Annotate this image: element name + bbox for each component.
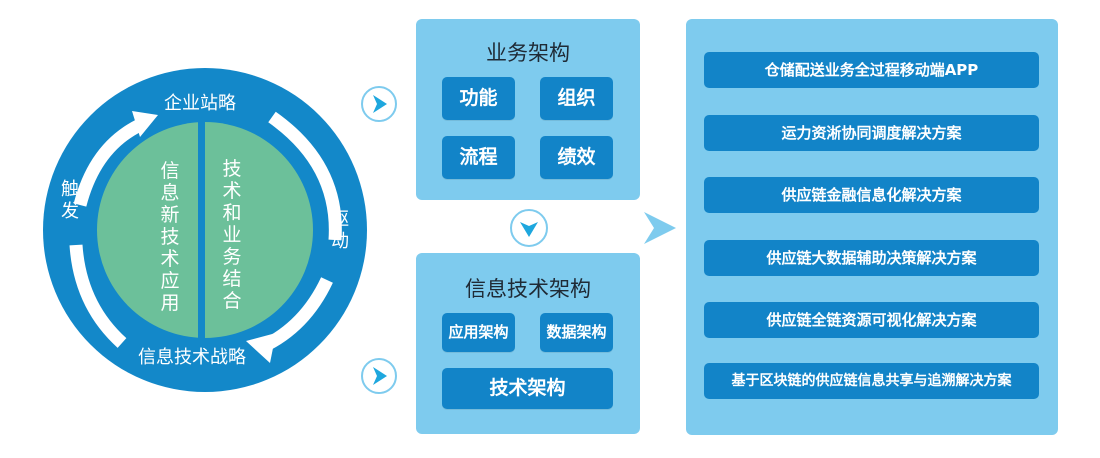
svg-text:息: 息 [160, 182, 179, 204]
solution-item[interactable]: 供应链金融信息化解决方案 [704, 177, 1039, 213]
solution-item[interactable]: 供应链大数据辅助决策解决方案 [704, 240, 1039, 276]
label-drive: 驱动 [331, 209, 349, 252]
cycle-arrow-bottom-left [69, 244, 127, 348]
business-architecture-panel: 业务架构 功能 组织 流程 绩效 [416, 19, 640, 200]
data-architecture-button[interactable]: 数据架构 [540, 313, 613, 352]
svg-text:用: 用 [160, 292, 179, 314]
business-architecture-title: 业务架构 [486, 41, 570, 65]
cycle-arrowhead-top-left [132, 111, 158, 137]
svg-text:发: 发 [61, 201, 79, 222]
svg-text:技: 技 [222, 158, 241, 180]
solution-item[interactable]: 供应链全链资源可视化解决方案 [704, 302, 1039, 338]
svg-text:业: 业 [222, 224, 241, 246]
label-trigger: 触发 [61, 179, 79, 222]
svg-text:和: 和 [222, 202, 241, 224]
svg-text:信: 信 [160, 160, 179, 182]
svg-text:技: 技 [160, 226, 179, 248]
chevron-right-circle-icon [361, 86, 397, 122]
chevron-right-icon [644, 212, 676, 244]
inner-divider [198, 120, 205, 340]
svg-text:触: 触 [61, 179, 79, 200]
it-architecture-title: 信息技术架构 [465, 277, 591, 301]
function-button[interactable]: 功能 [442, 77, 515, 120]
svg-text:新: 新 [160, 204, 179, 226]
label-enterprise-strategy: 企业站略 [164, 93, 236, 114]
svg-text:术: 术 [160, 248, 179, 270]
solution-item[interactable]: 仓储配送业务全过程移动端APP [704, 52, 1039, 88]
process-button[interactable]: 流程 [442, 136, 515, 179]
svg-text:合: 合 [222, 290, 241, 312]
solution-item[interactable]: 运力资淅协同调度解决方案 [704, 115, 1039, 151]
organization-button[interactable]: 组织 [540, 77, 613, 120]
cycle-arrowhead-bottom-right [246, 333, 276, 363]
svg-text:应: 应 [160, 270, 179, 292]
svg-text:动: 动 [331, 231, 349, 252]
solution-item[interactable]: 基于区块链的供应链信息共享与追溯解决方案 [704, 363, 1039, 399]
svg-text:务: 务 [222, 246, 241, 268]
it-architecture-panel: 信息技术架构 应用架构 数据架构 技术架构 [416, 253, 640, 434]
technology-architecture-button[interactable]: 技术架构 [442, 368, 613, 409]
svg-text:驱: 驱 [331, 209, 349, 230]
svg-text:结: 结 [222, 268, 241, 290]
cycle-arrow-top-right [268, 111, 342, 241]
chevron-down-circle-icon [510, 209, 548, 247]
performance-button[interactable]: 绩效 [540, 136, 613, 179]
cycle-arrow-top-left [73, 119, 144, 207]
chevron-right-circle-icon [361, 358, 397, 394]
application-architecture-button[interactable]: 应用架构 [442, 313, 515, 352]
svg-text:术: 术 [222, 180, 241, 202]
label-it-strategy: 信息技术战略 [138, 347, 246, 368]
solutions-panel: 仓储配送业务全过程移动端APP 运力资淅协同调度解决方案 供应链金融信息化解决方… [686, 19, 1058, 435]
